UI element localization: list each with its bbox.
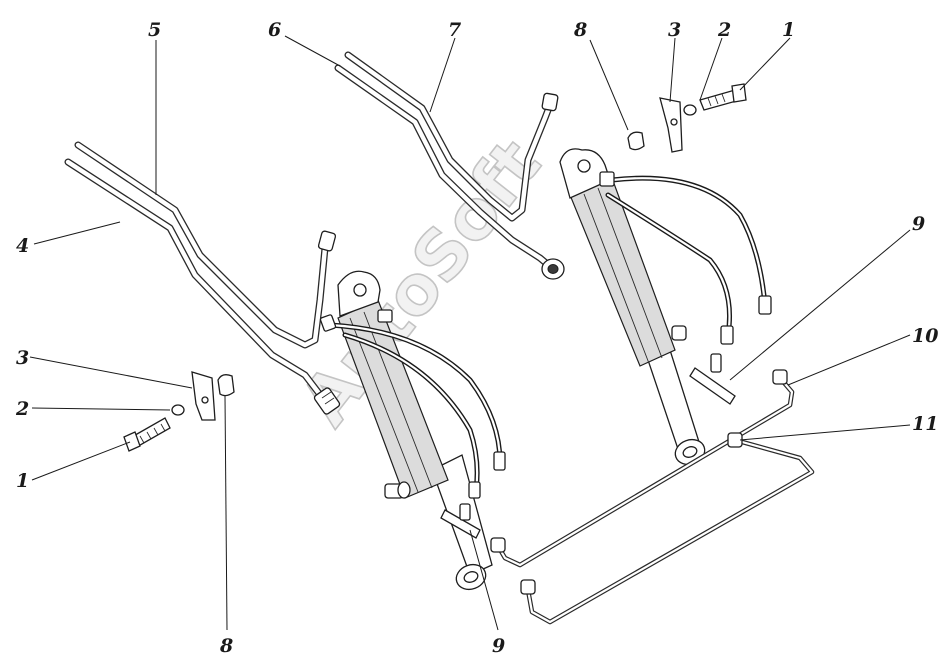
callout-labels: 5 6 7 8 3 2 1 4 9 10 3 2 1 11 8 9 bbox=[15, 19, 938, 657]
callout-9-right: 9 bbox=[912, 213, 925, 235]
callout-1-left: 1 bbox=[16, 470, 29, 492]
left-cylinder bbox=[319, 270, 506, 591]
callout-6: 6 bbox=[268, 19, 281, 41]
left-bracket-hardware bbox=[123, 371, 235, 452]
leader-lines bbox=[29, 35, 911, 631]
callout-8-bottom: 8 bbox=[219, 635, 233, 657]
tubes-10-11 bbox=[490, 369, 815, 625]
top-bracket-hardware bbox=[627, 83, 747, 153]
pipe-pair-4-5 bbox=[64, 141, 341, 415]
callout-10: 10 bbox=[912, 325, 938, 347]
callout-9-bottom: 9 bbox=[492, 635, 505, 657]
right-cylinder bbox=[559, 148, 772, 466]
callout-3-left: 3 bbox=[16, 347, 29, 369]
callout-5: 5 bbox=[148, 19, 161, 41]
callout-2-left: 2 bbox=[15, 398, 29, 420]
callout-11: 11 bbox=[912, 413, 938, 435]
callout-8-top: 8 bbox=[573, 19, 587, 41]
callout-3-top: 3 bbox=[668, 19, 681, 41]
callout-2-top: 2 bbox=[717, 19, 731, 41]
callout-7: 7 bbox=[448, 19, 461, 41]
pipe-pair-6-7 bbox=[334, 51, 565, 280]
callout-1-top: 1 bbox=[782, 19, 795, 41]
callout-4: 4 bbox=[16, 235, 29, 257]
